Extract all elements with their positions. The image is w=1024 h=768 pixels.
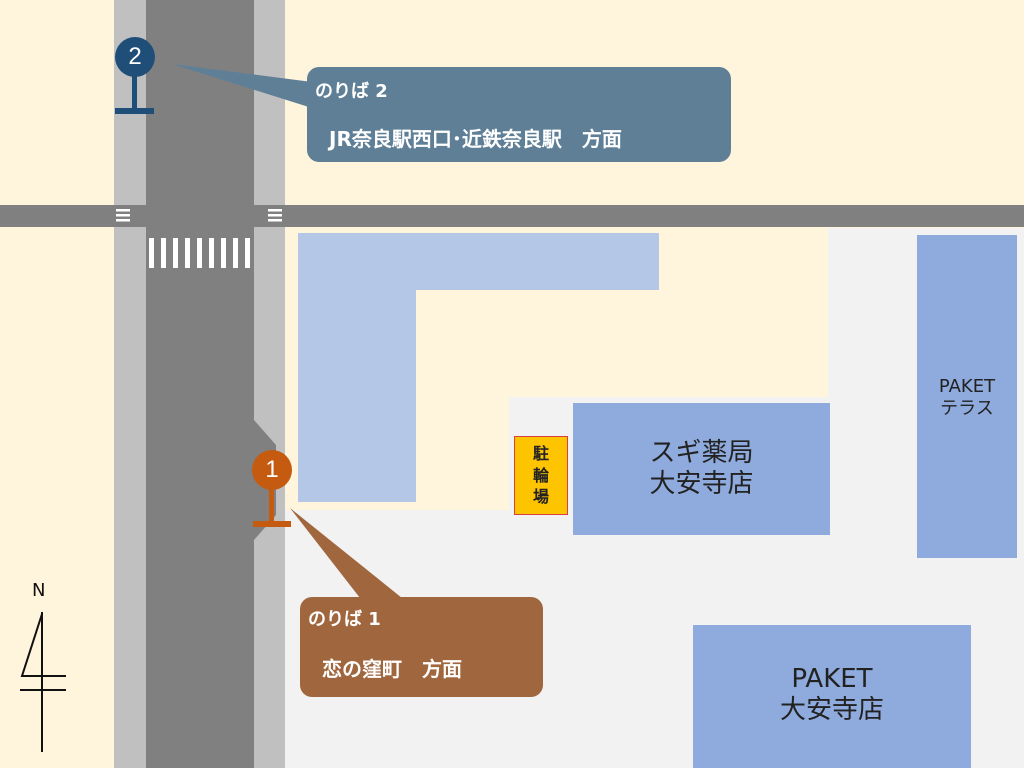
curb-cap — [114, 193, 146, 205]
bus-stop-2-destination: JR奈良駅西口･近鉄奈良駅 方面 — [329, 127, 622, 151]
bus-stop-2-label: のりば 2 — [315, 81, 388, 102]
sugi-building — [573, 403, 830, 535]
sugi-name: スギ薬局 — [649, 438, 754, 468]
paket-label: PAKET 大安寺店 — [693, 664, 971, 726]
bike-parking-char: 場 — [532, 487, 549, 507]
sidewalk-east — [254, 0, 285, 768]
paket-terrace-building — [917, 235, 1017, 558]
bike-parking-char: 駐 — [532, 444, 549, 464]
signal-mark-east — [268, 209, 282, 222]
bike-parking: 駐 輪 場 — [514, 436, 568, 515]
sugi-branch: 大安寺店 — [649, 469, 754, 500]
callout-pointer-2 — [172, 64, 312, 108]
curb-cap — [114, 227, 146, 239]
curb-cap — [254, 193, 285, 205]
sidewalk-west — [114, 0, 146, 768]
empty-block — [285, 228, 828, 510]
cross-road — [0, 205, 1024, 227]
signal-mark-west — [116, 209, 130, 222]
sugi-label: スギ薬局 大安寺店 — [573, 438, 830, 500]
callout-pointer-1 — [290, 508, 402, 598]
paket-building — [693, 625, 971, 768]
curb-cap — [254, 227, 285, 239]
bus-stop-2-callout: のりば 2 JR奈良駅西口･近鉄奈良駅 方面 — [307, 67, 731, 162]
bus-stop-2-number: 2 — [128, 43, 142, 70]
paket-terrace-sub: テラス — [940, 397, 994, 419]
bike-parking-char: 輪 — [532, 465, 549, 485]
l-shaped-building — [298, 233, 659, 502]
bus-stop-1-number: 1 — [265, 456, 279, 483]
north-label: N — [32, 580, 46, 601]
paket-branch: 大安寺店 — [779, 695, 884, 726]
bus-stop-2-marker[interactable] — [115, 37, 155, 114]
bus-stop-1-callout: のりば 1 恋の窪町 方面 — [300, 597, 543, 697]
bus-stop-1-destination: 恋の窪町 方面 — [322, 657, 462, 681]
bus-stop-1-label: のりば 1 — [308, 609, 381, 630]
bus-stop-1-marker[interactable] — [252, 450, 292, 527]
crosswalk — [149, 238, 250, 268]
paket-name: PAKET — [791, 664, 873, 694]
paket-terrace-name: PAKET — [938, 376, 996, 397]
main-road — [146, 0, 276, 768]
paket-terrace-label: PAKET テラス — [917, 376, 1017, 419]
north-arrow — [20, 612, 66, 752]
